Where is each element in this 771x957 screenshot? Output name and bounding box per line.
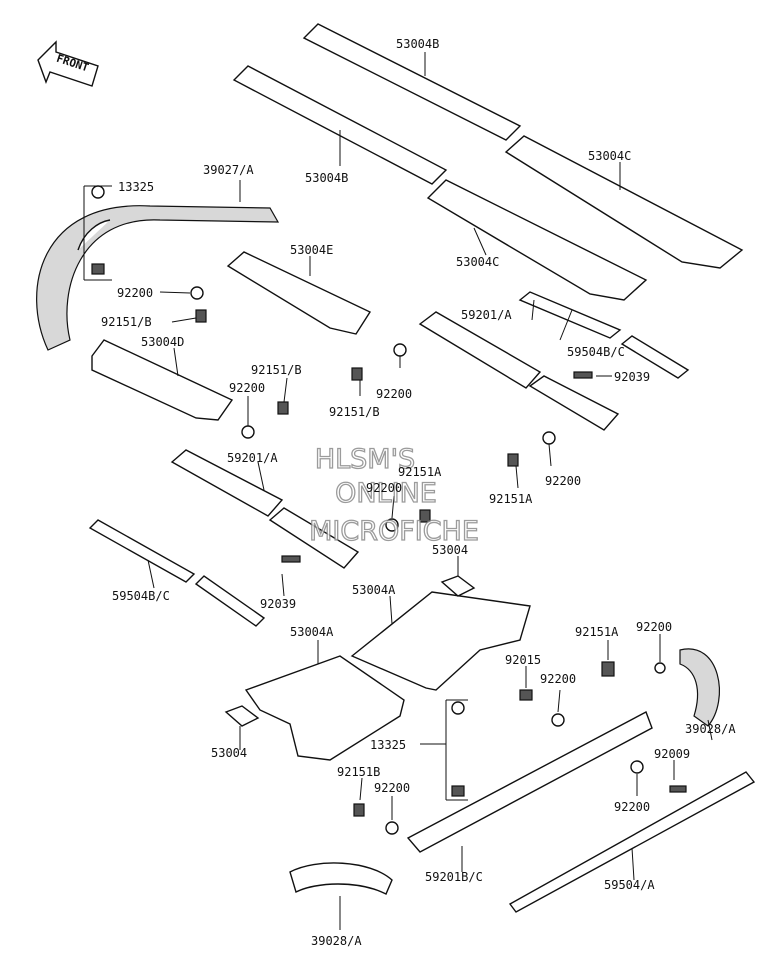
bolt-92151b xyxy=(353,803,365,817)
label-13325: 13325 xyxy=(370,738,406,752)
label-92039: 92039 xyxy=(614,370,650,384)
label-53004c: 53004C xyxy=(456,255,499,269)
label-92151b: 92151/B xyxy=(101,315,152,329)
label-92200: 92200 xyxy=(545,474,581,488)
label-53004d: 53004D xyxy=(141,335,184,349)
rail-59201a-lower-2 xyxy=(268,507,360,569)
washer-92200 xyxy=(385,518,399,532)
label-92200: 92200 xyxy=(374,781,410,795)
label-92200: 92200 xyxy=(117,286,153,300)
rail-59201bc xyxy=(406,711,653,853)
label-59201a: 59201/A xyxy=(461,308,512,322)
svg-text:ONLINE: ONLINE xyxy=(335,478,437,509)
nut-92015 xyxy=(519,689,533,701)
label-92151a: 92151A xyxy=(398,465,442,479)
rail-59201a-right xyxy=(528,375,620,431)
label-59504bc: 59504B/C xyxy=(567,345,625,359)
label-59504a: 59504/A xyxy=(604,878,655,892)
deck-mat-53004b-upper xyxy=(302,23,522,141)
label-39027a: 39027/A xyxy=(203,163,254,177)
label-59201bc: 59201B/C xyxy=(425,870,483,884)
label-92151a: 92151A xyxy=(575,625,619,639)
strip-59504bc-upper-2 xyxy=(620,335,690,379)
label-53004b: 53004B xyxy=(305,171,348,185)
washer-92200 xyxy=(393,343,407,357)
rear-bumper-39028a-right xyxy=(679,648,721,727)
washer-92200 xyxy=(542,431,556,445)
bolt-92151b xyxy=(195,309,207,323)
washer-92200 xyxy=(630,760,644,774)
label-92200: 92200 xyxy=(614,800,650,814)
svg-text:HLSM'S: HLSM'S xyxy=(315,444,415,475)
label-53004a: 53004A xyxy=(290,625,334,639)
label-39028a: 39028/A xyxy=(311,934,362,948)
deck-mat-53004c-left xyxy=(426,179,648,301)
label-92151b: 92151/B xyxy=(329,405,380,419)
label-92200: 92200 xyxy=(636,620,672,634)
label-92151b: 92151B xyxy=(337,765,380,779)
screw-13325 xyxy=(91,185,105,199)
label-92200: 92200 xyxy=(366,481,402,495)
label-92151b: 92151/B xyxy=(251,363,302,377)
label-92200: 92200 xyxy=(229,381,265,395)
strip-59504a xyxy=(508,771,756,913)
label-53004c: 53004C xyxy=(588,149,631,163)
part-number-labels: 53004B 53004B 53004C 53004C 13325 39027/… xyxy=(101,37,736,948)
deck-mat-53004b-lower xyxy=(232,65,448,185)
label-53004: 53004 xyxy=(211,746,247,760)
bolt-92151a xyxy=(419,509,431,523)
label-92015: 92015 xyxy=(505,653,541,667)
label-92200: 92200 xyxy=(376,387,412,401)
floor-pad-53004-a xyxy=(440,575,476,597)
bolt-92151a xyxy=(601,661,615,677)
front-bumper-39027a xyxy=(36,205,280,351)
floor-mat-53004a-right xyxy=(350,591,531,691)
screw-13325 xyxy=(451,701,465,715)
label-53004b: 53004B xyxy=(396,37,439,51)
washer-92200 xyxy=(654,662,666,674)
label-92009: 92009 xyxy=(654,747,690,761)
label-13325: 13325 xyxy=(118,180,154,194)
pin-92039 xyxy=(281,555,301,563)
label-39028a: 39028/A xyxy=(685,722,736,736)
svg-text:MICROFICHE: MICROFICHE xyxy=(309,516,479,547)
pin-92039 xyxy=(573,371,593,379)
rear-bumper-39028a-bottom xyxy=(289,862,393,895)
label-53004a: 53004A xyxy=(352,583,396,597)
label-53004e: 53004E xyxy=(290,243,333,257)
floor-pad-53004-b xyxy=(224,705,260,727)
bolt-92151b xyxy=(351,367,363,381)
strip-59504bc-lower-2 xyxy=(194,575,266,627)
label-59504bc: 59504B/C xyxy=(112,589,170,603)
deck-mat-53004e xyxy=(226,251,372,335)
nut-13325 xyxy=(451,785,465,797)
label-59201a: 59201/A xyxy=(227,451,278,465)
washer-92200 xyxy=(241,425,255,439)
label-92039: 92039 xyxy=(260,597,296,611)
washer-92200 xyxy=(190,286,204,300)
washer-92200 xyxy=(385,821,399,835)
nut-13325 xyxy=(91,263,105,275)
washer-92200 xyxy=(551,713,565,727)
label-53004: 53004 xyxy=(432,543,468,557)
watermark: HLSM'S ONLINE MICROFICHE xyxy=(308,443,479,547)
label-92151a: 92151A xyxy=(489,492,533,506)
strip-59504bc-lower xyxy=(88,519,196,583)
rail-59201a-upper xyxy=(418,311,542,389)
bolt-92151a xyxy=(507,453,519,467)
pin-92009 xyxy=(669,785,687,793)
rail-59201a-lower xyxy=(170,449,284,517)
label-92200: 92200 xyxy=(540,672,576,686)
deck-mat-53004d xyxy=(91,339,234,421)
floor-mat-53004a-left xyxy=(244,655,405,761)
bolt-92151b xyxy=(277,401,289,415)
deck-mat-53004c-right xyxy=(504,135,744,269)
